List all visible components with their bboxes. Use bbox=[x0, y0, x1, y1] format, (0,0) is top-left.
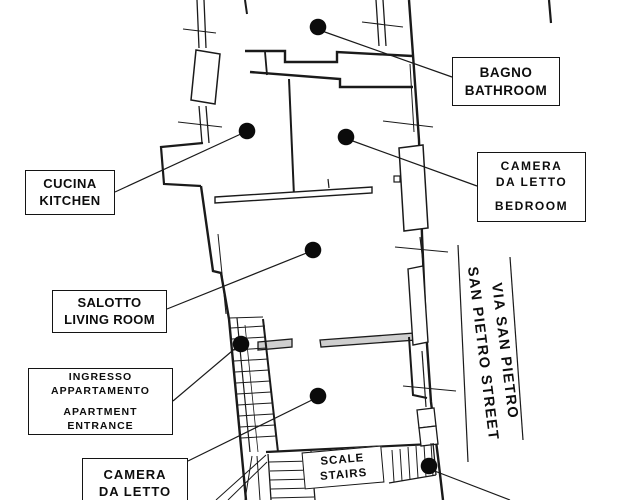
marker-living-room-dot bbox=[304, 241, 322, 259]
label-bedroom-2-it1: CAMERA bbox=[103, 467, 167, 483]
label-bedroom-it1: CAMERA bbox=[500, 159, 563, 174]
label-stairs: SCALE STAIRS bbox=[301, 445, 385, 490]
window-panel-left bbox=[190, 49, 221, 105]
leader-kitchen bbox=[114, 132, 244, 193]
label-bedroom: CAMERA DA LETTO BEDROOM bbox=[477, 152, 586, 222]
label-entrance-en2: ENTRANCE bbox=[67, 419, 134, 432]
label-bedroom-2: CAMERA DA LETTO bbox=[82, 458, 188, 500]
label-bedroom-en: BEDROOM bbox=[494, 199, 569, 214]
label-entrance-it1: INGRESSO bbox=[68, 371, 133, 384]
plan-walls bbox=[159, 0, 553, 500]
label-kitchen-en: KITCHEN bbox=[39, 192, 101, 208]
leader-entrance bbox=[172, 345, 239, 402]
leader-bedroom bbox=[349, 139, 478, 187]
leader-bedroom-2 bbox=[187, 398, 315, 462]
window-panel-right-2 bbox=[407, 265, 429, 346]
leader-lines bbox=[114, 30, 511, 500]
label-bathroom-it: BAGNO bbox=[479, 64, 533, 80]
window-panel-right-3 bbox=[416, 407, 437, 429]
leader-living-room bbox=[166, 251, 310, 310]
label-living-room: SALOTTO LIVING ROOM bbox=[52, 290, 167, 333]
marker-bedroom-dot bbox=[337, 128, 355, 146]
label-kitchen: CUCINA KITCHEN bbox=[25, 170, 115, 215]
label-kitchen-it: CUCINA bbox=[43, 175, 97, 191]
window-panel-right-1 bbox=[398, 144, 429, 232]
label-stairs-en: STAIRS bbox=[319, 466, 368, 483]
leader-bathroom bbox=[321, 30, 453, 78]
marker-kitchen-dot bbox=[238, 122, 256, 140]
label-living-room-en: LIVING ROOM bbox=[64, 311, 155, 327]
street-border-right bbox=[509, 256, 524, 441]
marker-entrance-dot bbox=[232, 335, 250, 353]
marker-street-side-dot bbox=[420, 457, 438, 475]
label-entrance-it2: APPARTAMENTO bbox=[51, 385, 150, 398]
leader-street-side bbox=[431, 469, 511, 500]
label-bedroom-it2: DA LETTO bbox=[495, 174, 568, 189]
label-bathroom-en: BATHROOM bbox=[464, 82, 548, 98]
label-bathroom: BAGNO BATHROOM bbox=[452, 57, 560, 106]
label-apartment-entrance: INGRESSO APPARTAMENTO APARTMENT ENTRANCE bbox=[28, 368, 173, 435]
room-markers bbox=[232, 18, 438, 475]
label-entrance-en1: APARTMENT bbox=[63, 405, 138, 418]
marker-bathroom-dot bbox=[309, 18, 327, 36]
marker-bedroom-2-dot bbox=[309, 387, 327, 405]
label-bedroom-2-it2: DA LETTO bbox=[98, 484, 172, 499]
label-living-room-it: SALOTTO bbox=[77, 294, 142, 310]
street-border-left bbox=[457, 244, 469, 463]
